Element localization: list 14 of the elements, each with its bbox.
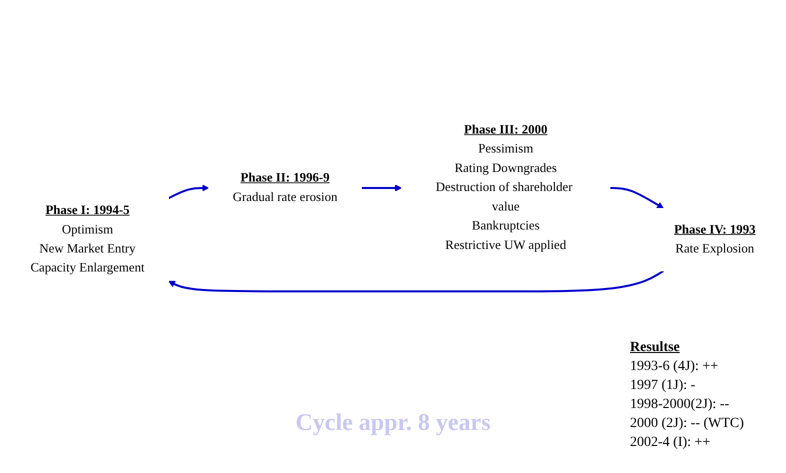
arrow <box>168 270 664 292</box>
results-entry: 1998-2000(2J): -- <box>630 397 730 412</box>
node-text: Phase III: 2000 Pessimism Rating Downgrades Destruction of shareholder value Bankruptcies Restrictive UW applied <box>436 123 573 252</box>
results-entry: 2002-4 (I): ++ <box>630 435 710 450</box>
arrow <box>610 186 664 209</box>
node-text: Phase I: 1994-5 Optimism New Market Entry Capacity Enlargement <box>30 204 145 275</box>
arrow <box>168 184 209 200</box>
node-text: Phase II: 1996-9 Gradual rate erosion <box>232 171 338 204</box>
results-heading: Resultse <box>630 340 680 355</box>
results-entry: 1997 (1J): - <box>630 378 696 393</box>
arrow <box>361 184 402 192</box>
results-entry: 1993-6 (4J): ++ <box>630 359 718 374</box>
results-entry: 2000 (2J): -- (WTC) <box>630 416 744 431</box>
node-text: Phase IV: 1993 Rate Explosion <box>674 222 756 256</box>
